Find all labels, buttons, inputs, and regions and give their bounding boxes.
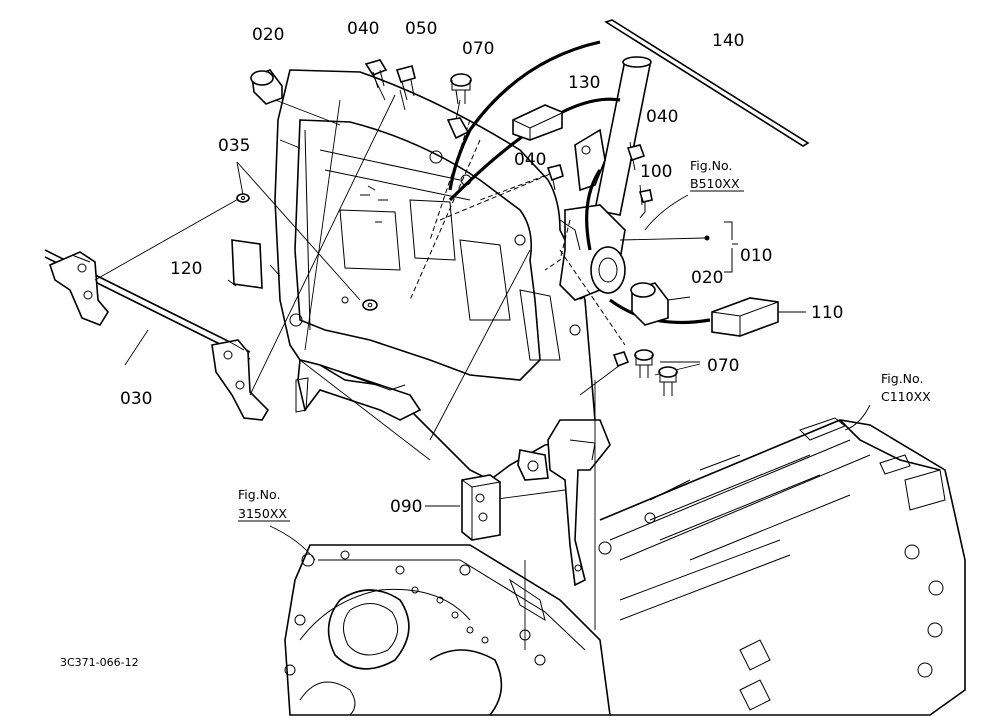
rod-030 bbox=[44, 249, 270, 421]
collar-020-top bbox=[250, 69, 283, 105]
part-label-130[interactable]: 130 bbox=[568, 73, 600, 93]
bolt-070-top bbox=[446, 73, 472, 140]
part-label-040-middle[interactable]: 040 bbox=[514, 150, 546, 170]
figure-ref-number: 3150XX bbox=[238, 506, 287, 521]
part-labels: 020 040 050 070 140 130 040 040 100 035 … bbox=[120, 19, 843, 517]
group-bracket-010 bbox=[704, 221, 738, 273]
plate-090 bbox=[461, 474, 501, 541]
bolt-040-middle bbox=[546, 164, 564, 191]
strip-140 bbox=[604, 19, 810, 147]
figure-ref-caption: Fig.No. bbox=[881, 371, 923, 386]
part-label-120[interactable]: 120 bbox=[170, 259, 202, 279]
part-label-030[interactable]: 030 bbox=[120, 389, 152, 409]
support-plate bbox=[274, 69, 611, 587]
figure-ref-number: B510XX bbox=[690, 176, 740, 191]
collar-020-right bbox=[630, 282, 669, 326]
plate-120 bbox=[227, 239, 263, 289]
part-label-090[interactable]: 090 bbox=[390, 497, 422, 517]
part-label-035[interactable]: 035 bbox=[218, 136, 250, 156]
part-label-070-lower[interactable]: 070 bbox=[707, 356, 739, 376]
clip-100 bbox=[638, 189, 653, 219]
washer-035-left bbox=[236, 193, 250, 203]
part-label-070-top[interactable]: 070 bbox=[462, 39, 494, 59]
part-label-040-right[interactable]: 040 bbox=[646, 107, 678, 127]
part-label-020-right[interactable]: 020 bbox=[691, 268, 723, 288]
figure-ref-caption: Fig.No. bbox=[238, 487, 280, 502]
washer-035-right bbox=[362, 299, 378, 311]
bracket-assy-010 bbox=[559, 56, 652, 301]
bolt-040-top bbox=[364, 59, 388, 89]
figure-ref-b510xx[interactable]: Fig.No. B510XX bbox=[690, 158, 744, 192]
leader-lines bbox=[94, 74, 871, 650]
figure-ref-number: C110XX bbox=[881, 389, 931, 404]
nut-070-lower bbox=[612, 351, 630, 368]
clutch-housing bbox=[284, 544, 611, 716]
figure-ref-c110xx[interactable]: Fig.No. C110XX bbox=[881, 371, 931, 404]
part-label-050[interactable]: 050 bbox=[405, 19, 437, 39]
part-label-020-top[interactable]: 020 bbox=[252, 25, 284, 45]
figure-ref-caption: Fig.No. bbox=[690, 158, 732, 173]
diagram-code: 3C371-066-12 bbox=[60, 656, 139, 669]
part-label-110[interactable]: 110 bbox=[811, 303, 843, 323]
pad-130 bbox=[512, 104, 563, 141]
part-label-010[interactable]: 010 bbox=[740, 246, 772, 266]
bolt-070-lower-a bbox=[634, 349, 654, 378]
cover-110 bbox=[711, 297, 779, 337]
bolt-040-right bbox=[626, 144, 646, 171]
part-label-040-top[interactable]: 040 bbox=[347, 19, 379, 39]
part-label-140[interactable]: 140 bbox=[712, 31, 744, 51]
transmission-case bbox=[598, 417, 966, 716]
bolt-070-lower-b bbox=[658, 366, 678, 396]
figure-ref-3150xx[interactable]: Fig.No. 3150XX bbox=[238, 487, 290, 522]
bolt-050 bbox=[395, 65, 416, 101]
figure-refs: Fig.No. B510XX Fig.No. C110XX Fig.No. 31… bbox=[238, 158, 931, 522]
part-label-100[interactable]: 100 bbox=[640, 162, 672, 182]
